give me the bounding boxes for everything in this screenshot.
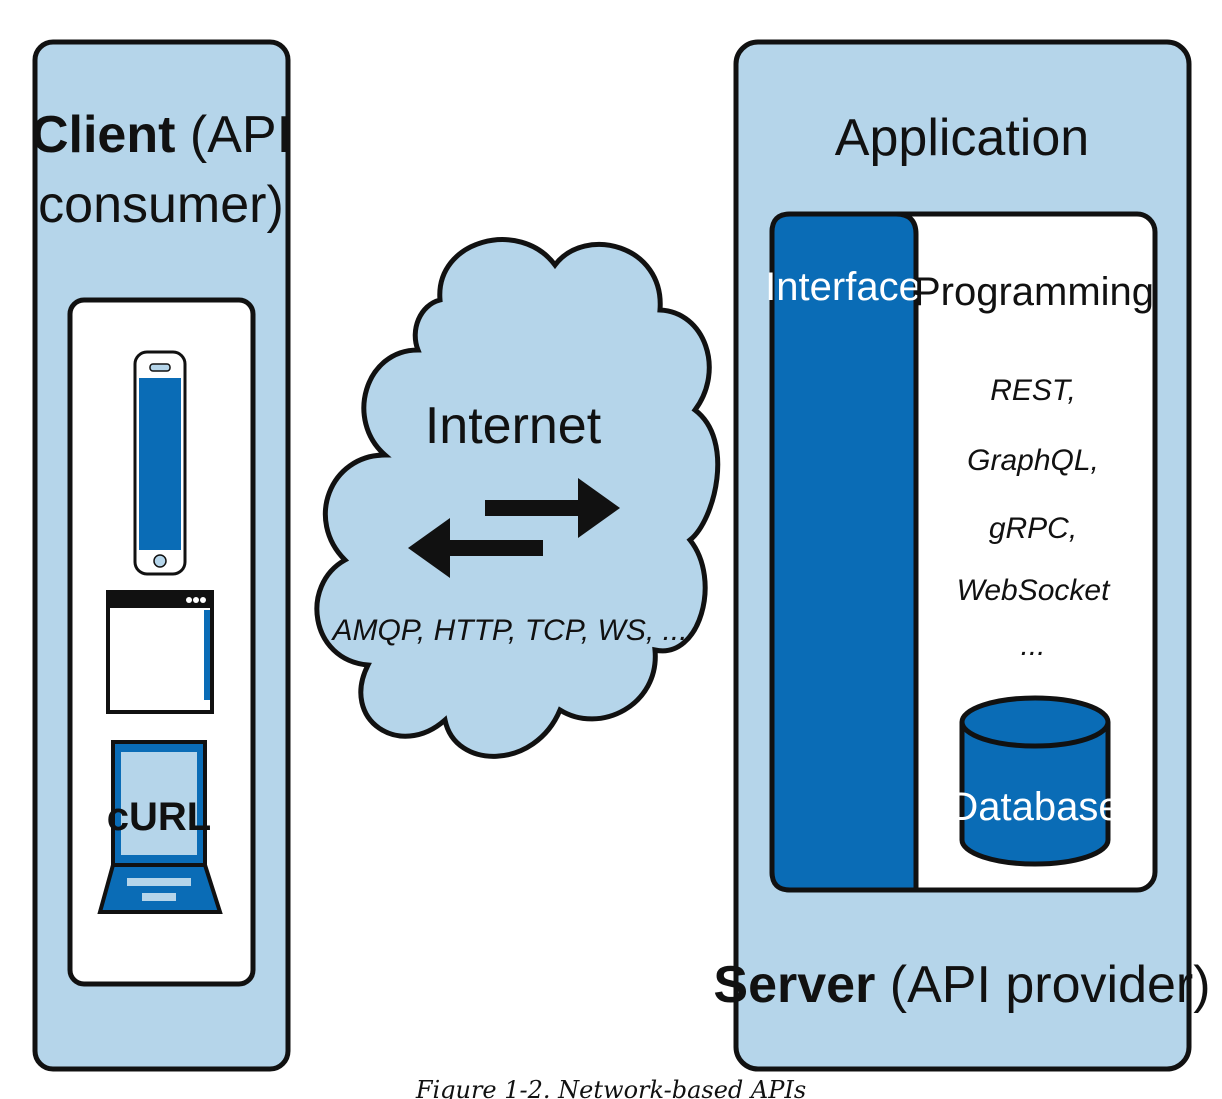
figure-caption: Figure 1-2. Network-based APIs bbox=[415, 1076, 806, 1099]
arrow-left-icon bbox=[408, 518, 543, 578]
api-style-ellipsis: ... bbox=[1020, 629, 1045, 662]
interface-label: Interface bbox=[765, 265, 921, 309]
internet-cloud: Internet AMQP, HTTP, TCP, WS, ... bbox=[314, 237, 721, 759]
database-label: Database bbox=[949, 785, 1120, 829]
protocols-label: AMQP, HTTP, TCP, WS, ... bbox=[330, 614, 687, 647]
internet-label: Internet bbox=[425, 397, 602, 455]
laptop-curl-icon: cURL bbox=[97, 740, 223, 914]
arrow-right-icon bbox=[485, 478, 620, 538]
client-title-line2: consumer) bbox=[38, 176, 284, 234]
client-panel: Client (API consumer) cURL bbox=[31, 39, 291, 1072]
application-title: Application bbox=[835, 109, 1089, 167]
phone-icon bbox=[133, 350, 187, 576]
programming-label: Programming bbox=[914, 270, 1154, 314]
server-panel: Application Interface Programming REST, … bbox=[713, 39, 1211, 1072]
api-style-websocket: WebSocket bbox=[957, 574, 1112, 607]
server-footer: Server (API provider) bbox=[713, 956, 1210, 1014]
interface-column bbox=[769, 211, 919, 893]
browser-window-icon bbox=[106, 590, 214, 714]
api-style-graphql: GraphQL, bbox=[967, 444, 1099, 477]
database-icon: Database bbox=[949, 695, 1121, 867]
client-title-line1: Client (API bbox=[31, 106, 291, 164]
curl-label: cURL bbox=[107, 795, 211, 839]
api-style-rest: REST, bbox=[990, 374, 1076, 407]
api-style-grpc: gRPC, bbox=[989, 512, 1077, 545]
